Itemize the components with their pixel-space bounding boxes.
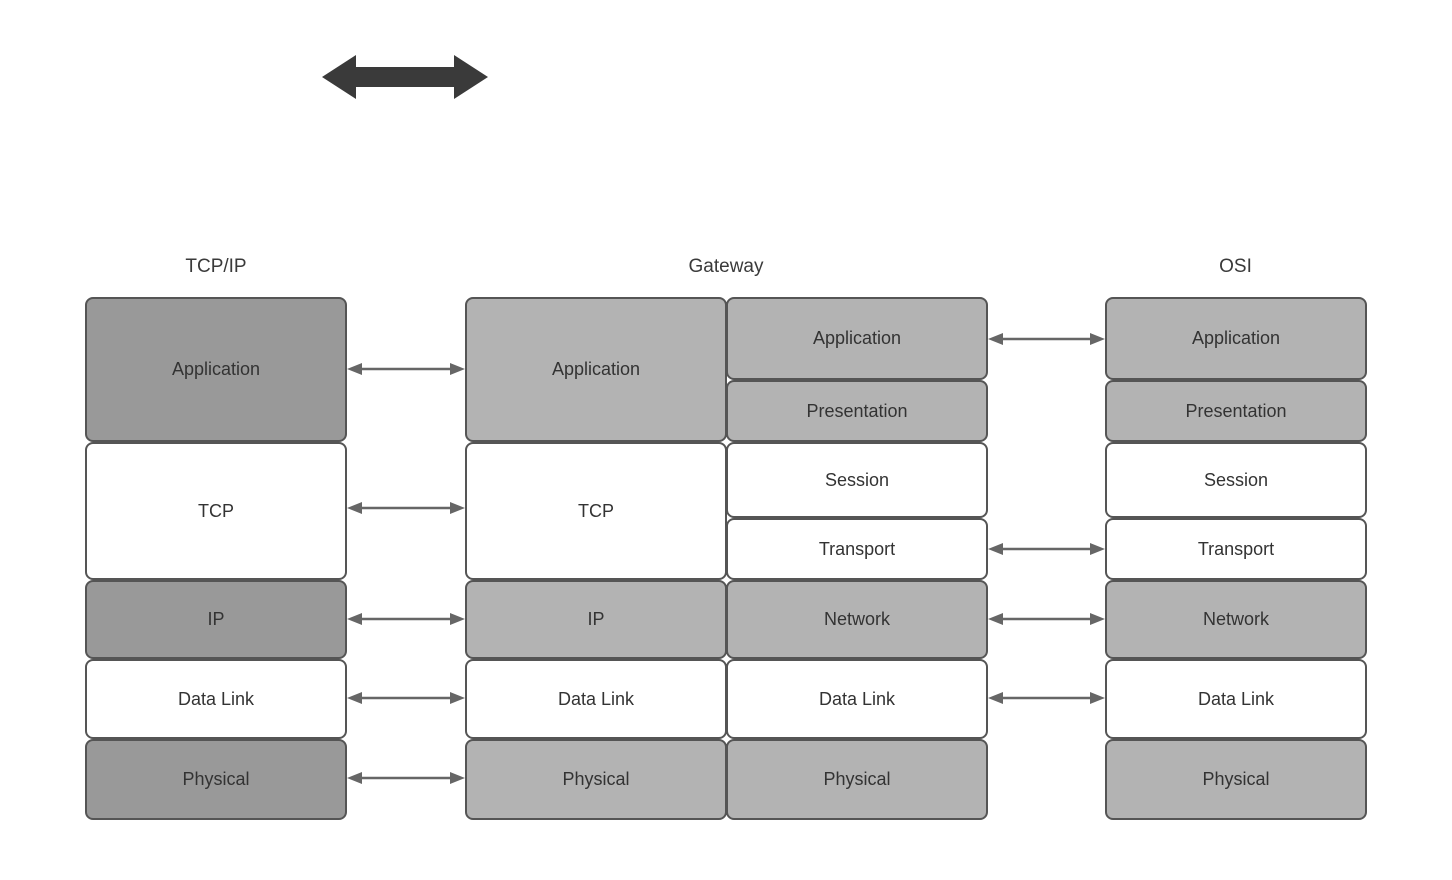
connector-tcpip-gateway-tcp: [347, 497, 465, 519]
layer-osi-session[interactable]: Session: [1105, 442, 1367, 518]
layer-gateway-ip[interactable]: IP: [465, 580, 727, 659]
layer-gateway-osi-application[interactable]: Application: [726, 297, 988, 380]
connector-tcpip-gateway-datalink: [347, 687, 465, 709]
layer-tcpip-tcp[interactable]: TCP: [85, 442, 347, 580]
layer-osi-transport[interactable]: Transport: [1105, 518, 1367, 580]
layer-gateway-osi-network[interactable]: Network: [726, 580, 988, 659]
layer-tcpip-application[interactable]: Application: [85, 297, 347, 442]
connector-gateway-osi-datalink: [988, 687, 1105, 709]
layer-gateway-osi-datalink[interactable]: Data Link: [726, 659, 988, 739]
connector-gateway-osi-transport: [988, 538, 1105, 560]
layer-gateway-datalink[interactable]: Data Link: [465, 659, 727, 739]
connector-tcpip-gateway-application: [347, 358, 465, 380]
layer-gateway-application[interactable]: Application: [465, 297, 727, 442]
column-header-gateway: Gateway: [688, 256, 764, 277]
layer-osi-presentation[interactable]: Presentation: [1105, 380, 1367, 442]
layer-osi-datalink[interactable]: Data Link: [1105, 659, 1367, 739]
layer-gateway-osi-physical[interactable]: Physical: [726, 739, 988, 820]
layer-gateway-osi-session[interactable]: Session: [726, 442, 988, 518]
layer-osi-network[interactable]: Network: [1105, 580, 1367, 659]
bidirectional-block-arrow: [322, 52, 488, 102]
layer-gateway-physical[interactable]: Physical: [465, 739, 727, 820]
layer-gateway-osi-presentation[interactable]: Presentation: [726, 380, 988, 442]
connector-tcpip-gateway-physical: [347, 767, 465, 789]
layer-osi-application[interactable]: Application: [1105, 297, 1367, 380]
layer-osi-physical[interactable]: Physical: [1105, 739, 1367, 820]
connector-gateway-osi-network: [988, 608, 1105, 630]
layer-tcpip-ip[interactable]: IP: [85, 580, 347, 659]
layer-tcpip-datalink[interactable]: Data Link: [85, 659, 347, 739]
column-header-tcpip: TCP/IP: [185, 256, 247, 277]
connector-tcpip-gateway-ip: [347, 608, 465, 630]
connector-gateway-osi-application: [988, 328, 1105, 350]
column-header-osi: OSI: [1219, 256, 1252, 277]
layer-gateway-tcp[interactable]: TCP: [465, 442, 727, 580]
layer-gateway-osi-transport[interactable]: Transport: [726, 518, 988, 580]
layer-tcpip-physical[interactable]: Physical: [85, 739, 347, 820]
